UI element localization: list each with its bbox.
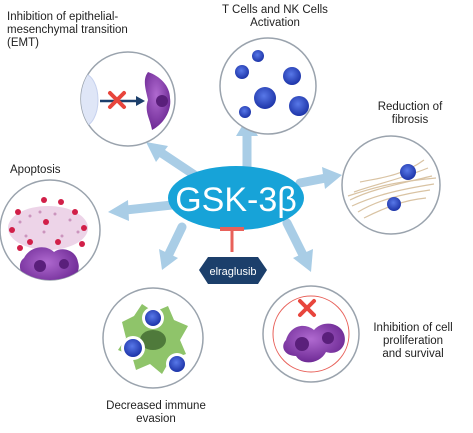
inhibition-symbol: [220, 227, 244, 252]
apoptotic-cell-icon: [19, 247, 79, 280]
proliferation-label: Inhibition of cell proliferation and sur…: [360, 322, 466, 361]
arrow-to-fibrosis: [295, 173, 331, 188]
fibrosis-circle: [341, 135, 441, 235]
immune-cell-icon: [121, 307, 188, 375]
emt-label-line-2: mesenchymal transition: [7, 24, 128, 36]
immune-label-line-2: evasion: [136, 413, 176, 425]
apoptosis-label-line-1: Apoptosis: [10, 164, 61, 176]
gsk3b-node: [168, 166, 304, 230]
immune-circle: [102, 287, 204, 389]
emt-label-line-3: (EMT): [7, 37, 39, 49]
t-cell-icon: [235, 50, 309, 118]
immune-label-line-1: Decreased immune: [106, 400, 206, 412]
tcell-circle: [219, 37, 317, 135]
arrow-to-proliferation: [282, 218, 308, 260]
fibrosis-label: Reduction of fibrosis: [360, 101, 460, 127]
red-x-icon-proliferation: [298, 299, 316, 317]
arrow-to-immune: [164, 222, 187, 259]
fibrosis-label-line-2: fibrosis: [391, 114, 429, 126]
fibroblast-nucleus-icon-2: [387, 197, 401, 211]
emt-label-line-1: Inhibition of epithelial-: [7, 11, 119, 23]
arrow-head-proliferation: [293, 249, 313, 272]
emt-label: Inhibition of epithelial- mesenchymal tr…: [7, 11, 128, 50]
apoptosis-circle: [0, 179, 101, 281]
cell-debris-icon: [8, 206, 88, 250]
apoptotic-bodies-icon: [9, 197, 87, 251]
arrow-head-immune: [159, 249, 178, 270]
apoptosis-label: Apoptosis: [10, 164, 61, 177]
arrow-head-apoptosis: [108, 200, 129, 221]
immune-label: Decreased immune evasion: [96, 400, 216, 426]
arrow-head-emt: [146, 142, 168, 162]
elraglusib-label: elraglusib: [209, 266, 256, 278]
emt-circle: [80, 51, 176, 147]
proliferation-label-line-3: and survival: [382, 348, 444, 360]
proliferation-label-line-2: proliferation: [382, 335, 444, 347]
arrows: [108, 118, 342, 272]
red-x-icon: [108, 91, 126, 109]
gsk3b-label: GSK-3β: [175, 181, 297, 219]
tcell-label-line-1: T Cells and NK Cells: [222, 4, 328, 16]
tcell-label-line-2: Activation: [250, 17, 300, 29]
arrow-to-apoptosis: [121, 200, 177, 215]
fibroblast-nucleus-icon: [400, 164, 416, 180]
tcell-label: T Cells and NK Cells Activation: [220, 4, 330, 30]
fibrosis-label-line-1: Reduction of: [377, 101, 443, 113]
proliferation-label-line-1: Inhibition of cell: [373, 322, 453, 334]
proliferation-circle: [262, 285, 360, 383]
arrow-head-fibrosis: [322, 167, 342, 189]
elraglusib-badge: [199, 257, 267, 284]
